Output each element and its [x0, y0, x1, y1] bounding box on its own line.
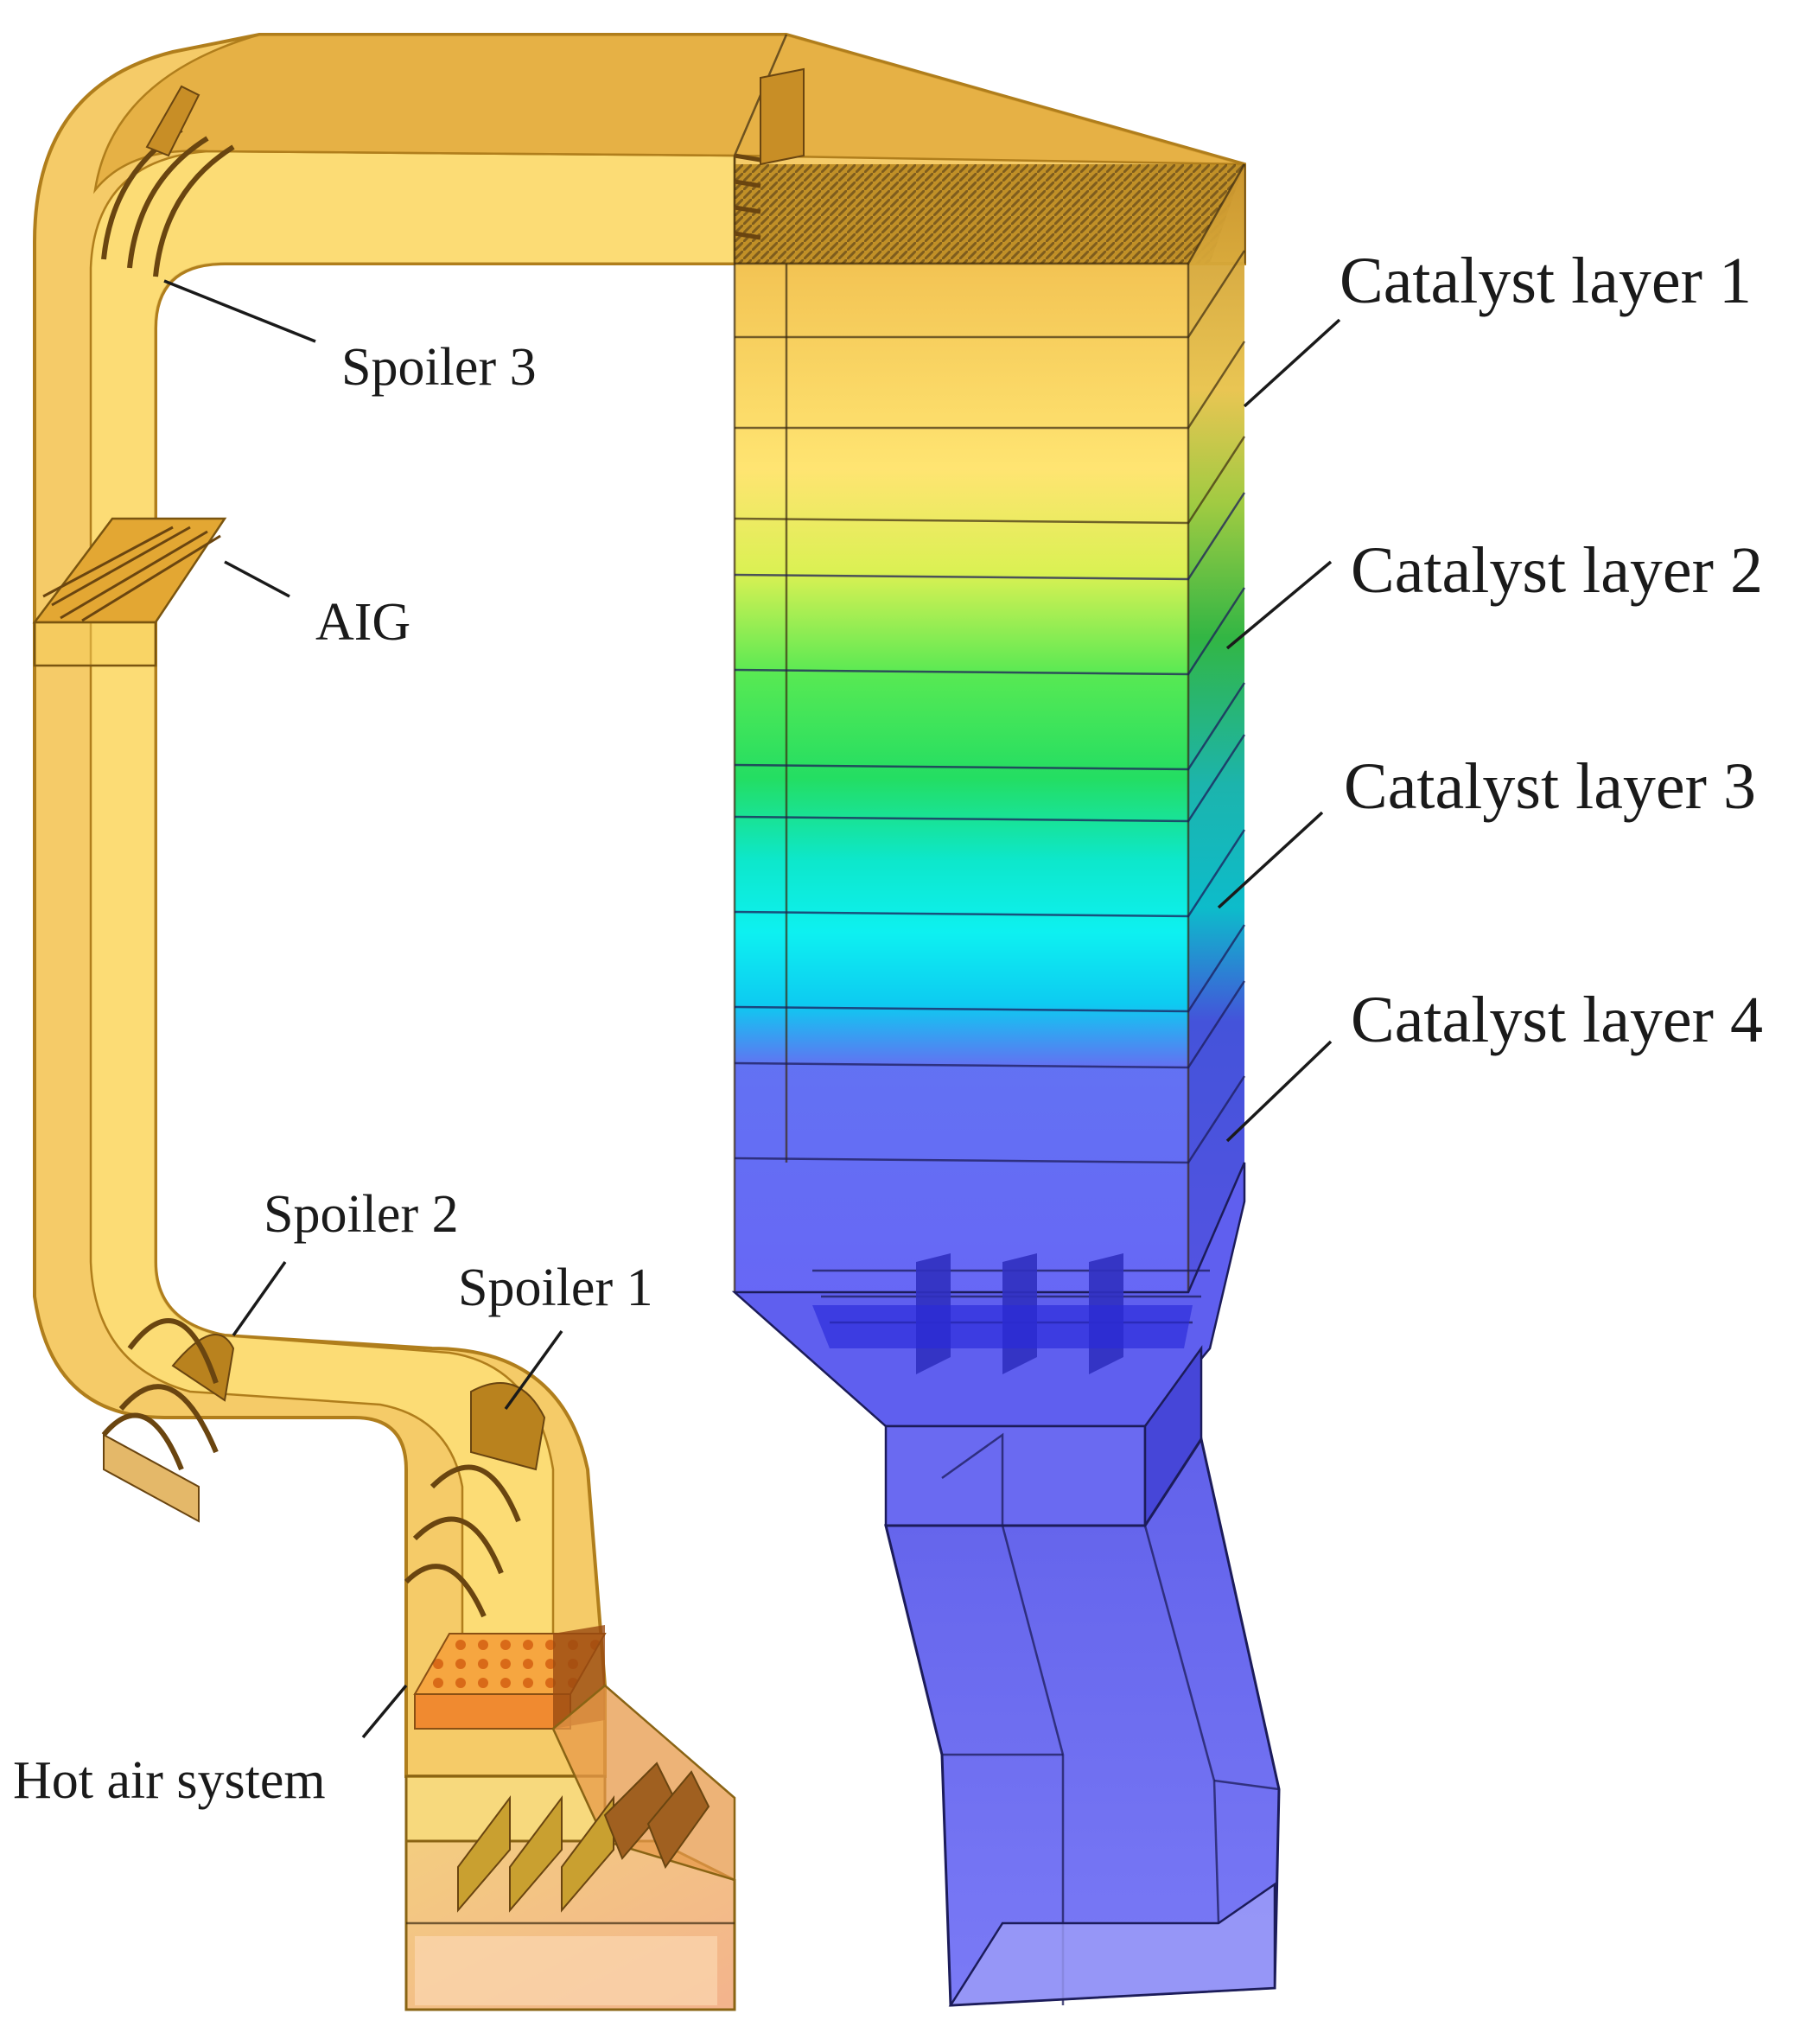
spoiler-3-vanes — [101, 85, 235, 277]
label-spoiler-3: Spoiler 3 — [341, 338, 537, 397]
label-spoiler-1: Spoiler 1 — [458, 1259, 653, 1317]
label-catalyst-layer-2: Catalyst layer 2 — [1351, 534, 1763, 607]
leader-lines — [163, 279, 1341, 1739]
aig-grid — [32, 517, 227, 667]
reactor-outlet-duct — [884, 1436, 1281, 2007]
label-catalyst-layer-3: Catalyst layer 3 — [1344, 750, 1756, 823]
spoiler-1-vanes — [404, 1382, 546, 1618]
reactor-outlet-neck — [884, 1424, 1147, 1527]
top-turning-vanes — [734, 67, 805, 240]
hopper-vanes — [812, 1253, 1193, 1374]
reactor-front-face — [735, 264, 1188, 1292]
reactor-side-face — [1188, 164, 1244, 1292]
label-spoiler-2: Spoiler 2 — [264, 1185, 459, 1244]
hot-air-section — [404, 1625, 736, 2011]
label-catalyst-layer-4: Catalyst layer 4 — [1351, 984, 1763, 1056]
label-hot-air-system: Hot air system — [13, 1751, 326, 1810]
scr-reactor — [731, 163, 1281, 2007]
label-catalyst-layer-1: Catalyst layer 1 — [1340, 245, 1752, 317]
flue-duct — [32, 33, 1246, 1778]
label-aig: AIG — [315, 593, 410, 652]
spoiler-2-vanes — [101, 1318, 235, 1523]
inlet-grid — [735, 164, 1244, 264]
reactor-layer-lines — [734, 250, 1246, 1164]
